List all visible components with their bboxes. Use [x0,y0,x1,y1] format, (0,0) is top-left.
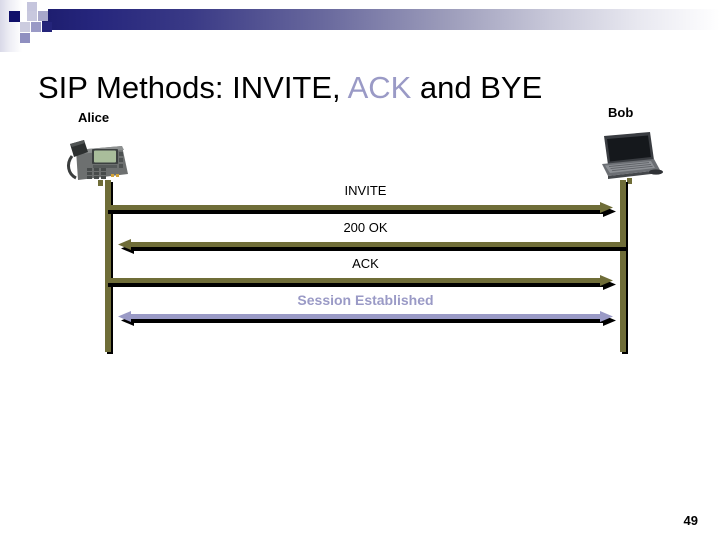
arrow-left-200ok [118,239,626,254]
endpoint-label-bob: Bob [608,105,634,120]
arrow-right-ack [105,275,616,290]
message-row-ack: ACK [105,255,626,301]
message-row-session-established: Session Established [105,291,626,337]
title-suffix: and BYE [411,70,543,105]
page-title: SIP Methods: INVITE, ACK and BYE [38,68,688,108]
header-gradient-bar [42,9,720,30]
header-square-2 [9,11,20,22]
message-row-invite: INVITE [105,182,626,228]
header-square-1 [38,2,48,12]
desk-phone-icon [67,140,128,186]
header-square-8 [20,33,30,43]
header-square-3 [27,11,37,21]
header-square-6 [31,22,41,32]
header-square-0 [27,2,37,12]
slide-header-decoration [0,0,720,52]
title-prefix: SIP Methods: INVITE, [38,70,348,105]
header-square-7 [42,22,52,32]
arrow-right-invite [105,202,616,217]
laptop-icon [602,132,663,184]
message-label-session-established: Session Established [297,292,434,308]
message-label-invite: INVITE [344,183,387,198]
message-label-ack: ACK [352,256,379,271]
header-square-5 [20,22,30,32]
lifeline-bob [620,180,626,352]
endpoint-label-alice: Alice [78,110,110,125]
message-row-200ok: 200 OK [105,219,626,265]
arrow-bidirectional-session [118,311,616,326]
header-square-4 [38,11,48,21]
lifeline-alice [105,180,111,352]
page-number: 49 [683,513,698,528]
title-accent-ack: ACK [347,70,412,105]
message-label-200ok: 200 OK [343,220,388,235]
header-fade-strip [0,0,22,52]
